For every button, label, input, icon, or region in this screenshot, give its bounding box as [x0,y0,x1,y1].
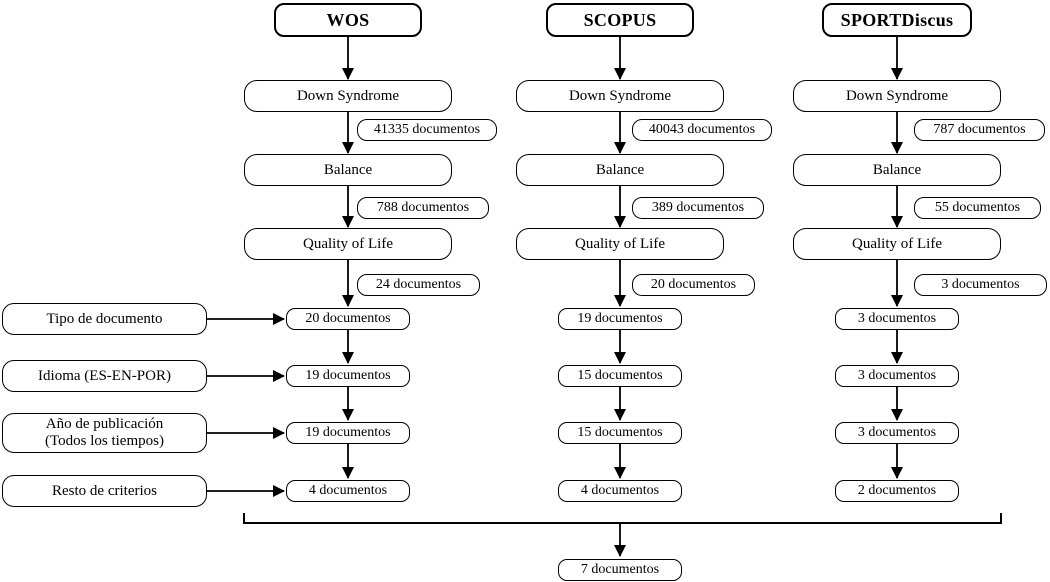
count-badge-wos-2: 788 documentos [357,197,489,219]
stage-box-sportdiscus-down-syndrome: Down Syndrome [793,80,1001,112]
stage-box-scopus-down-syndrome: Down Syndrome [516,80,724,112]
column-header-sportdiscus: SPORTDiscus [822,3,972,37]
count-badge-scopus-1: 40043 documentos [632,119,772,141]
result-box-scopus-3: 15 documentos [558,422,682,444]
filter-box-tipo-de-documento: Tipo de documento [2,303,207,335]
count-badge-sportdiscus-2: 55 documentos [914,197,1041,219]
filter-label: Idioma (ES-EN-POR) [38,367,171,384]
result-box-scopus-2: 15 documentos [558,365,682,387]
merge-bracket [243,513,1002,524]
filter-box-resto-de-criterios: Resto de criterios [2,475,207,507]
stage-box-sportdiscus-balance: Balance [793,154,1001,186]
filter-label: Año de publicación [45,416,164,432]
filter-label: Resto de criterios [52,482,157,499]
column-header-scopus: SCOPUS [546,3,694,37]
result-box-scopus-1: 19 documentos [558,308,682,330]
count-badge-sportdiscus-1: 787 documentos [914,119,1045,141]
stage-box-sportdiscus-quality-of-life: Quality of Life [793,228,1001,260]
result-box-wos-3: 19 documentos [286,422,410,444]
result-box-wos-1: 20 documentos [286,308,410,330]
filter-label-line2: (Todos los tiempos) [45,433,164,449]
stage-box-wos-down-syndrome: Down Syndrome [244,80,452,112]
result-box-sportdiscus-1: 3 documentos [835,308,959,330]
count-badge-wos-1: 41335 documentos [357,119,497,141]
stage-box-scopus-balance: Balance [516,154,724,186]
result-box-wos-2: 19 documentos [286,365,410,387]
count-badge-scopus-2: 389 documentos [632,197,764,219]
filter-box-ano-de-publicacion: Año de publicación (Todos los tiempos) [2,413,207,453]
stage-box-wos-quality-of-life: Quality of Life [244,228,452,260]
column-header-wos: WOS [274,3,422,37]
stage-box-scopus-quality-of-life: Quality of Life [516,228,724,260]
result-box-sportdiscus-2: 3 documentos [835,365,959,387]
result-box-sportdiscus-4: 2 documentos [835,480,959,502]
result-box-wos-4: 4 documentos [286,480,410,502]
filter-label: Tipo de documento [46,310,163,327]
count-badge-sportdiscus-3: 3 documentos [914,274,1047,296]
count-badge-scopus-3: 20 documentos [632,274,755,296]
final-result-box: 7 documentos [558,559,682,581]
count-badge-wos-3: 24 documentos [357,274,480,296]
filter-box-idioma: Idioma (ES-EN-POR) [2,360,207,392]
result-box-scopus-4: 4 documentos [558,480,682,502]
result-box-sportdiscus-3: 3 documentos [835,422,959,444]
stage-box-wos-balance: Balance [244,154,452,186]
